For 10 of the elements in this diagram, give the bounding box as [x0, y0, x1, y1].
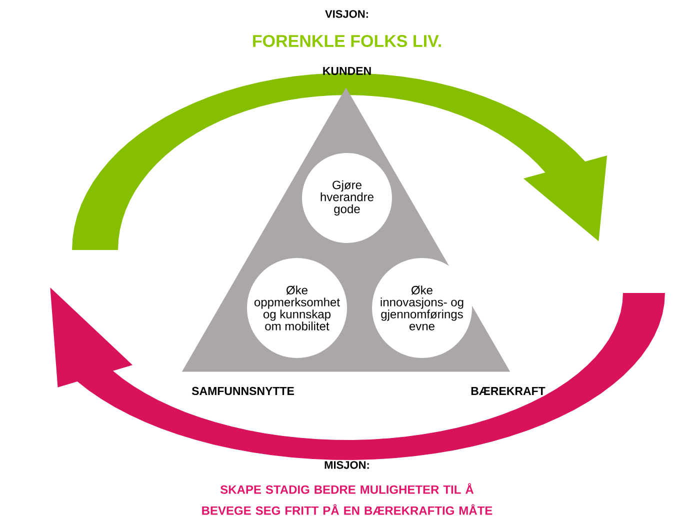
heading: VISJON: [325, 10, 368, 18]
circle-node: Øke innovasjons- og gjennomførings evne [372, 258, 472, 358]
heading: MISJON: [324, 461, 369, 469]
circle-node: Øke oppmerksomhet og kunnskap om mobilitet [247, 258, 347, 358]
corner-label: BÆREKRAFT [471, 387, 546, 395]
mission-text: SKAPE STADIG BEDRE MULIGHETER TIL Å BEVEGE SEG FRITT PÅ EN BÆREKRAFTIG MÅTE [202, 483, 492, 515]
vision-text: FORENKLE FOLKS LIV. [253, 34, 441, 48]
corner-label: KUNDEN [323, 67, 371, 75]
corner-label: SAMFUNNSNYTTE [192, 386, 294, 396]
circle-node: Gjøre hverandre gode [302, 153, 392, 243]
